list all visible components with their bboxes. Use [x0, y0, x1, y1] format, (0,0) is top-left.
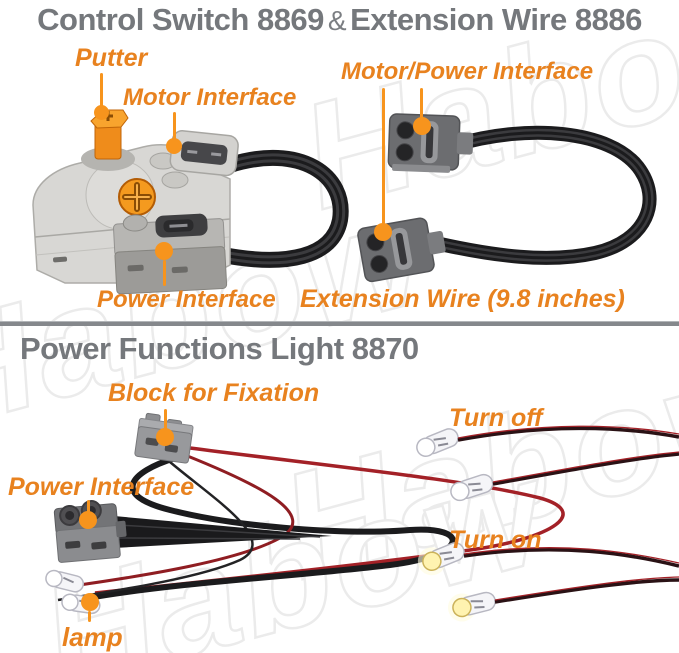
leader-dot-power-interface-2: [79, 511, 97, 529]
label-putter: Putter: [75, 44, 148, 72]
lamp-wire: [492, 451, 679, 483]
leader-line-block: [164, 409, 167, 429]
extension-cable: [420, 125, 657, 265]
lamp-bottom-1: [45, 569, 85, 593]
leader-dot-motor-interface: [166, 138, 182, 154]
lamp-wire: [492, 452, 679, 486]
label-motor-power-interface: Motor/Power Interface: [341, 58, 594, 85]
motor-interface-port: [169, 130, 239, 177]
section1-title-part2: Extension Wire 8886: [350, 2, 642, 37]
section1-title-ampersand: &: [327, 5, 347, 36]
leader-line-motor-interface: [173, 112, 176, 140]
lamp-turn-off-1: [416, 428, 459, 458]
label-extension-wire: Extension Wire (9.8 inches): [300, 285, 625, 313]
label-turn-on: Turn on: [449, 526, 542, 554]
lamp-turn-off-2: [450, 473, 494, 502]
label-lamp: lamp: [62, 622, 123, 652]
label-turn-off: Turn off: [449, 404, 543, 432]
lamp-turn-on-2: [447, 591, 496, 622]
leader-line-putter: [100, 73, 103, 107]
light-kit-photo: [45, 412, 679, 622]
extension-connector-top: [387, 113, 474, 173]
control-switch-photo: [32, 109, 349, 295]
leader-line-power-interface-2: [87, 500, 90, 513]
switch-screw: [118, 178, 156, 216]
power-interface-port: [113, 213, 228, 295]
section-divider: [0, 321, 679, 326]
leader-line-motor-power-a: [382, 88, 385, 225]
leader-dot-putter: [94, 105, 109, 120]
lamp-wire: [457, 425, 679, 439]
lamp-wire: [494, 576, 679, 601]
section2-title: Power Functions Light 8870: [20, 331, 419, 366]
lamp-wire: [494, 578, 679, 604]
lamp-wire: [463, 547, 679, 568]
light-wires: [57, 446, 565, 602]
lamp-turn-on-1: [417, 542, 465, 576]
extension-wire-photo: [357, 113, 657, 283]
leader-dot-lamp: [81, 593, 99, 611]
leader-line-motor-power-b: [420, 88, 423, 119]
lamp-wire: [463, 547, 679, 564]
light-power-connector: [53, 500, 127, 563]
leader-dot-motor-power-b: [413, 117, 431, 135]
leader-line-lamp: [88, 611, 91, 622]
leader-dot-power-interface-1: [155, 242, 173, 260]
lamp-wire: [457, 426, 679, 442]
section1-title-part1: Control Switch 8869: [37, 2, 324, 37]
leader-dot-motor-power-a: [374, 223, 392, 241]
label-power-interface-1: Power Interface: [97, 286, 276, 313]
section1-title: Control Switch 8869&Extension Wire 8886: [0, 4, 679, 35]
label-power-interface-2: Power Interface: [8, 473, 195, 501]
extension-connector-bottom: [357, 217, 446, 283]
leader-dot-block: [156, 428, 174, 446]
label-block-for-fixation: Block for Fixation: [108, 379, 320, 407]
leader-line-power-interface-1: [163, 260, 166, 286]
label-motor-interface: Motor Interface: [123, 84, 297, 111]
switch-cable: [215, 149, 349, 268]
